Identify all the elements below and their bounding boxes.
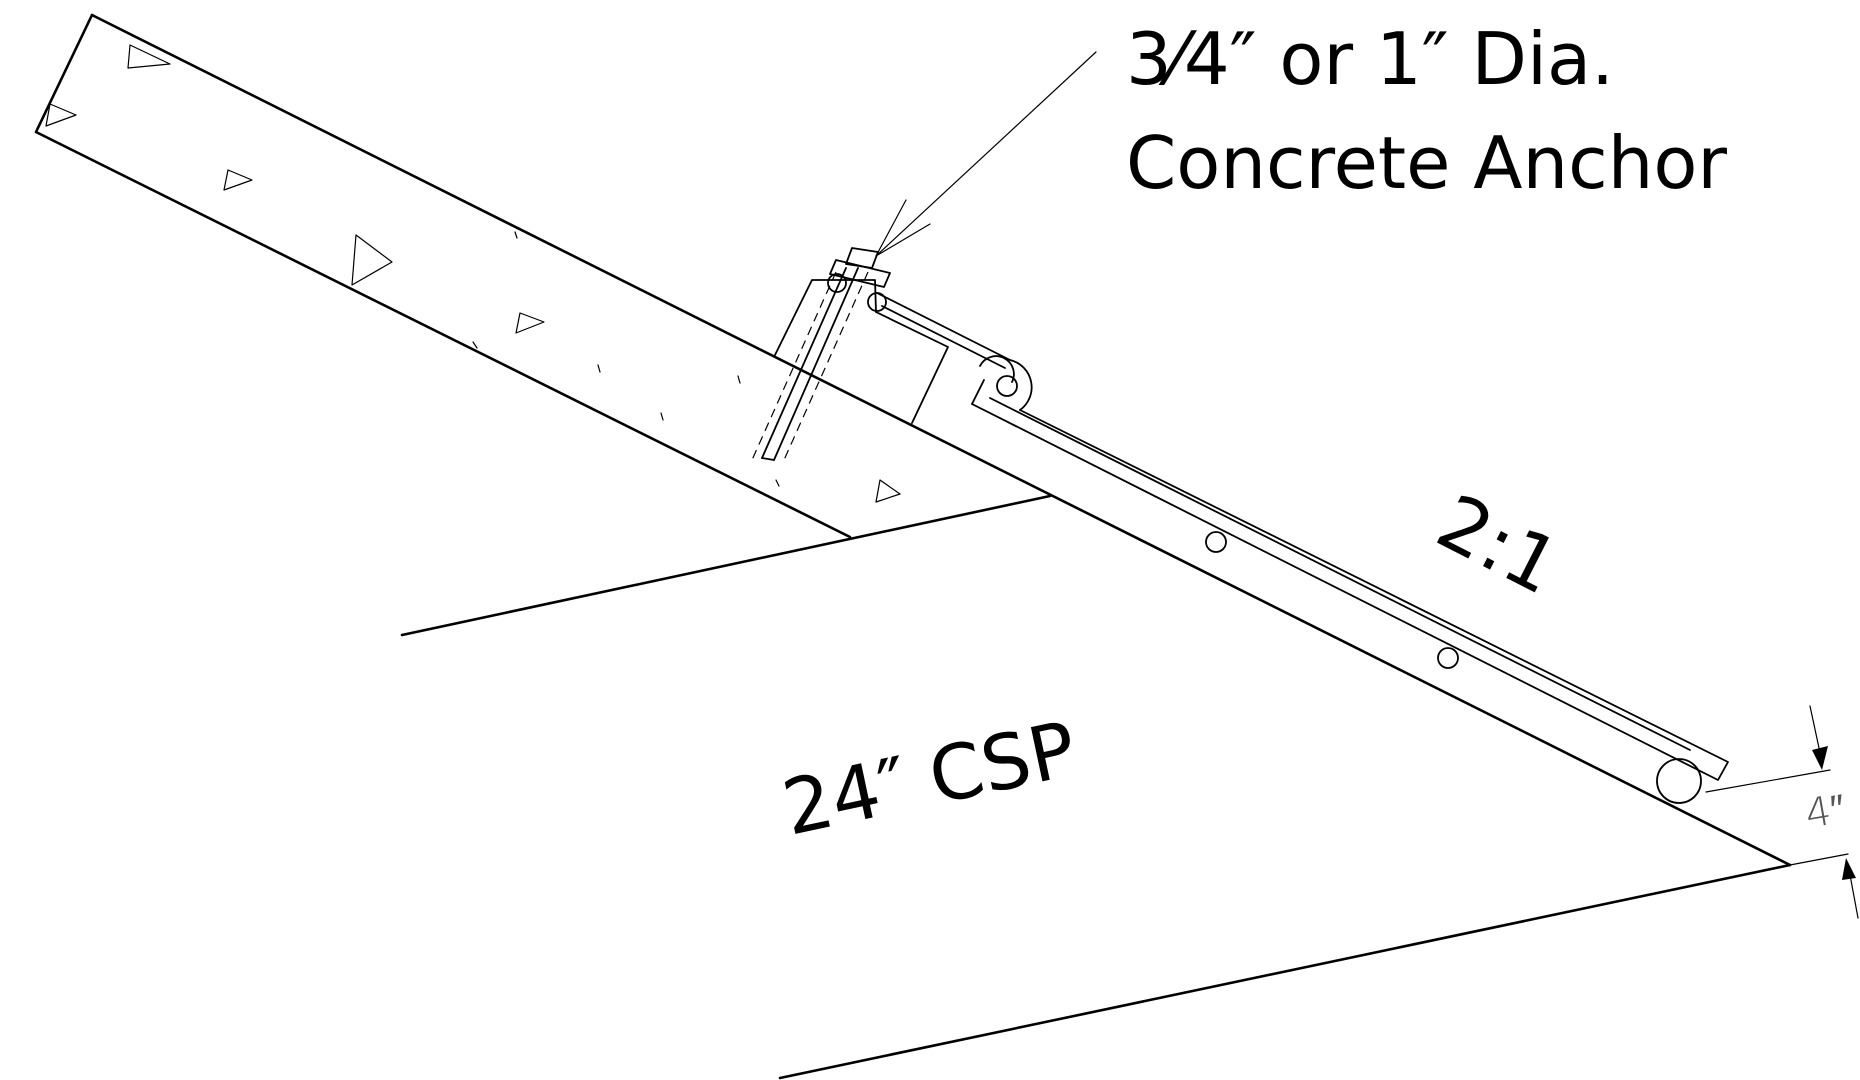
dimension-4-inch — [1705, 705, 1859, 919]
concrete-slab — [34, 13, 1792, 867]
concrete-aggregate-symbols — [45, 44, 901, 503]
anchor-block — [774, 279, 949, 424]
csp-pipe-outline — [400, 494, 1792, 1080]
anchor-label-line2: Concrete Anchor — [1126, 121, 1727, 205]
pipe-label: 24″ CSP — [775, 704, 1083, 853]
dimension-label: 4″ — [1802, 786, 1849, 838]
slope-label: 2:1 — [1424, 477, 1573, 612]
anchor-callout-leader — [875, 51, 1097, 257]
anchor-strap — [876, 292, 1729, 804]
anchor-label-line1: 3⁄4″ or 1″ Dia. — [1126, 17, 1614, 101]
